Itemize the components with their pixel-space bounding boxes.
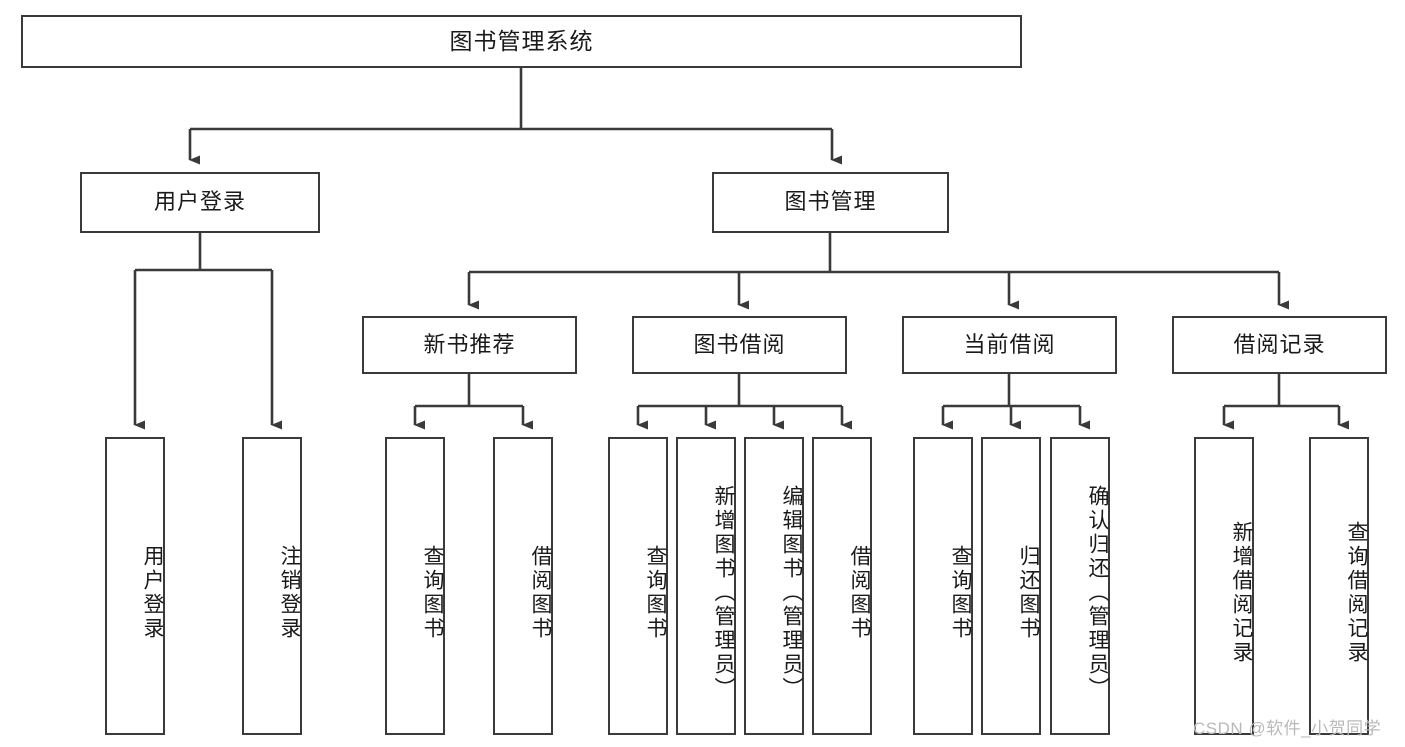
leaf-current-query-book[interactable]: 查询图书 xyxy=(913,437,973,735)
node-borrow-records[interactable]: 借阅记录 xyxy=(1172,316,1387,374)
leaf-user-login-login[interactable]: 用户登录 xyxy=(105,437,165,735)
node-current-borrow[interactable]: 当前借阅 xyxy=(902,316,1117,374)
leaf-user-login-logout[interactable]: 注销登录 xyxy=(242,437,302,735)
node-new-book-recommend[interactable]: 新书推荐 xyxy=(362,316,577,374)
leaf-borrow-edit-book-admin[interactable]: 编辑图书（管理员） xyxy=(744,437,804,735)
leaf-records-add-record[interactable]: 新增借阅记录 xyxy=(1194,437,1254,735)
node-user-login[interactable]: 用户登录 xyxy=(80,172,320,233)
leaf-new-book-query[interactable]: 查询图书 xyxy=(385,437,445,735)
csdn-watermark: CSDN @软件_小贺同学 xyxy=(1193,719,1382,738)
leaf-borrow-query-book[interactable]: 查询图书 xyxy=(608,437,668,735)
leaf-records-query-record[interactable]: 查询借阅记录 xyxy=(1309,437,1369,735)
node-book-management[interactable]: 图书管理 xyxy=(712,172,949,233)
leaf-borrow-add-book-admin[interactable]: 新增图书（管理员） xyxy=(676,437,736,735)
leaf-current-return-book[interactable]: 归还图书 xyxy=(981,437,1041,735)
leaf-new-book-borrow[interactable]: 借阅图书 xyxy=(493,437,553,735)
node-root[interactable]: 图书管理系统 xyxy=(21,15,1022,68)
node-book-borrow[interactable]: 图书借阅 xyxy=(632,316,847,374)
leaf-borrow-borrow-book[interactable]: 借阅图书 xyxy=(812,437,872,735)
leaf-current-confirm-return-admin[interactable]: 确认归还（管理员） xyxy=(1050,437,1110,735)
